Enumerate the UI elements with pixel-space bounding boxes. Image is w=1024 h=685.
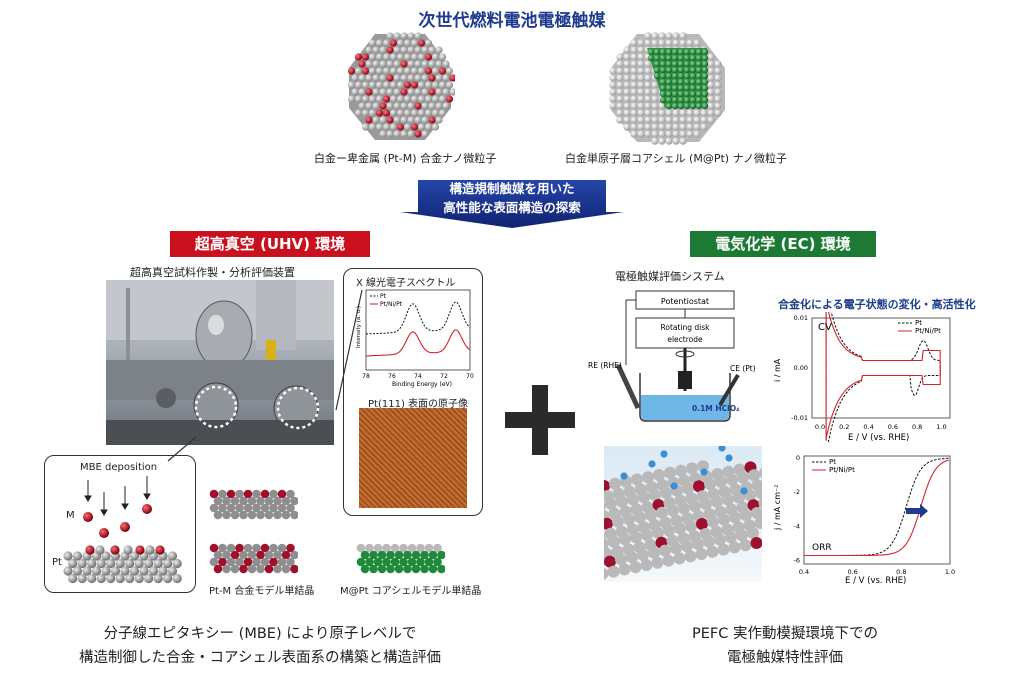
xps-legend-ptnipt: Pt/Ni/Pt <box>380 301 403 308</box>
orr-ytick-0: 0 <box>796 454 800 462</box>
xps-legend-pt: Pt <box>380 293 387 300</box>
orr-xtick-1: 0.6 <box>847 568 857 576</box>
orr-ytick-2: -4 <box>794 522 800 530</box>
callout-line-right <box>335 289 363 411</box>
coreshell-nanoparticle-image <box>609 32 725 145</box>
cv-xlabel: E / V (vs. RHE) <box>848 433 909 442</box>
uhv-summary-line-1: 分子線エピタキシー (MBE) により原子レベルで <box>103 626 417 642</box>
orr-legend-pt: Pt <box>829 458 836 466</box>
plus-symbol <box>505 385 575 455</box>
orr-chart: 0 -2 -4 -6 0.4 0.6 0.8 1.0 ORR Pt Pt/Ni/Pt j / … <box>773 454 955 585</box>
ptm-alloy-caption: Pt-M 合金モデル単結晶 <box>209 586 315 597</box>
cv-ytick-1: 0.00 <box>794 364 808 372</box>
cv-legend-pt: Pt <box>915 319 922 327</box>
cv-ytick-2: -0.01 <box>791 414 808 422</box>
orr-ylabel: j / mA cm⁻² <box>773 485 782 531</box>
ec-summary-line-1: PEFC 実作動模擬環境下での <box>692 626 878 642</box>
orr-xtick-0: 0.4 <box>799 568 809 576</box>
ptm-alloy-slab <box>209 543 298 574</box>
mbe-m-label: M <box>66 510 75 521</box>
mpt-coreshell-caption: M@Pt コアシェルモデル単結晶 <box>340 586 482 597</box>
page-title: 次世代燃料電池電極触媒 <box>418 11 606 31</box>
stm-caption: Pt(111) 表面の原子像 <box>368 399 469 410</box>
banner-line-2: 高性能な表面構造の探索 <box>443 200 581 215</box>
banner-text: 構造規制触媒を用いた 高性能な表面構造の探索 <box>400 179 624 217</box>
mbe-label: MBE deposition <box>80 462 158 473</box>
cv-xtick-4: 0.8 <box>912 423 922 431</box>
xps-title: X 線光電子スペクトル <box>356 278 456 289</box>
activity-shift-arrow <box>906 504 928 518</box>
orr-xtick-2: 0.8 <box>896 568 906 576</box>
cv-ylabel: i / mA <box>773 358 782 382</box>
mbe-diagram <box>63 476 182 584</box>
cv-xtick-0: 0.0 <box>815 423 825 431</box>
alloy-nanoparticle-caption: 白金ー卑金属 (Pt-M) 合金ナノ微粒子 <box>314 152 497 165</box>
potentiostat-label: Potentiostat <box>661 297 709 306</box>
surface-adsorption-image <box>604 446 762 582</box>
xps-tick-72: 72 <box>440 373 448 380</box>
rde-label-1: Rotating disk <box>660 323 710 332</box>
orr-panel-label: ORR <box>812 543 832 553</box>
ce-electrode-label: CE (Pt) <box>730 364 756 373</box>
cv-chart: 0.01 0.00 -0.01 0.0 0.2 0.4 0.6 0.8 1.0 CV Pt Pt… <box>773 312 951 442</box>
coreshell-nanoparticle-caption: 白金単原子層コアシェル (M@Pt) ナノ微粒子 <box>565 152 788 165</box>
banner-line-1: 構造規制触媒を用いた <box>449 181 575 196</box>
mbe-pt-label: Pt <box>52 557 62 568</box>
callout-line-left <box>167 436 197 462</box>
cv-xtick-5: 1.0 <box>936 423 946 431</box>
uhv-summary-line-2: 構造制御した合金・コアシェル表面系の構築と構造評価 <box>79 650 441 666</box>
re-electrode-label: RE (RHE) <box>588 361 622 370</box>
xps-ylabel: Intensity (a. u.) <box>356 306 362 348</box>
electrochemical-cell-diagram: Potentiostat Rotating disk electrode RE … <box>588 290 756 422</box>
cv-xtick-2: 0.4 <box>863 423 873 431</box>
banner-arrow <box>400 180 624 228</box>
stm-image <box>359 408 467 508</box>
electrolyte-label: 0.1M HClO₄ <box>692 404 739 413</box>
ec-summary-line-2: 電極触媒特性評価 <box>727 650 843 666</box>
ec-summary: PEFC 実作動模擬環境下での 電極触媒特性評価 <box>600 622 970 670</box>
mpt-coreshell-slab <box>356 543 445 574</box>
ec-system-caption: 電極触媒評価システム <box>615 270 725 283</box>
cv-xtick-1: 0.2 <box>839 423 849 431</box>
xps-chart: Pt Pt/Ni/Pt Intensity (a. u.) 78 76 74 72 70… <box>356 289 474 388</box>
xps-tick-78: 78 <box>362 373 370 380</box>
xps-tick-74: 74 <box>414 373 422 380</box>
orr-legend-ptnipt: Pt/Ni/Pt <box>829 466 855 474</box>
cv-panel-label: CV <box>818 322 832 333</box>
xps-tick-70: 70 <box>466 373 474 380</box>
apparatus-caption: 超高真空試料作製・分析評価装置 <box>130 266 295 279</box>
uhv-summary: 分子線エピタキシー (MBE) により原子レベルで 構造制御した合金・コアシェル… <box>30 622 490 670</box>
uhv-section-header: 超高真空 (UHV) 環境 <box>170 231 370 257</box>
alloy-nanoparticle-image <box>347 32 455 140</box>
orr-ytick-1: -2 <box>794 488 800 496</box>
rde-label-2: electrode <box>667 335 703 344</box>
cv-xtick-3: 0.6 <box>888 423 898 431</box>
uhv-apparatus-photo <box>106 280 334 445</box>
pure-pt-slab <box>209 489 298 520</box>
orr-ytick-3: -6 <box>794 557 800 565</box>
alloy-effect-title: 合金化による電子状態の変化・高活性化 <box>778 298 976 311</box>
xps-tick-76: 76 <box>388 373 396 380</box>
cv-legend-ptnipt: Pt/Ni/Pt <box>915 327 941 335</box>
orr-xlabel: E / V (vs. RHE) <box>845 576 906 585</box>
ec-section-header: 電気化学 (EC) 環境 <box>690 231 876 257</box>
xps-xlabel: Binding Energy (eV) <box>392 381 452 388</box>
cv-ytick-0: 0.01 <box>794 314 808 322</box>
orr-xtick-3: 1.0 <box>945 568 955 576</box>
